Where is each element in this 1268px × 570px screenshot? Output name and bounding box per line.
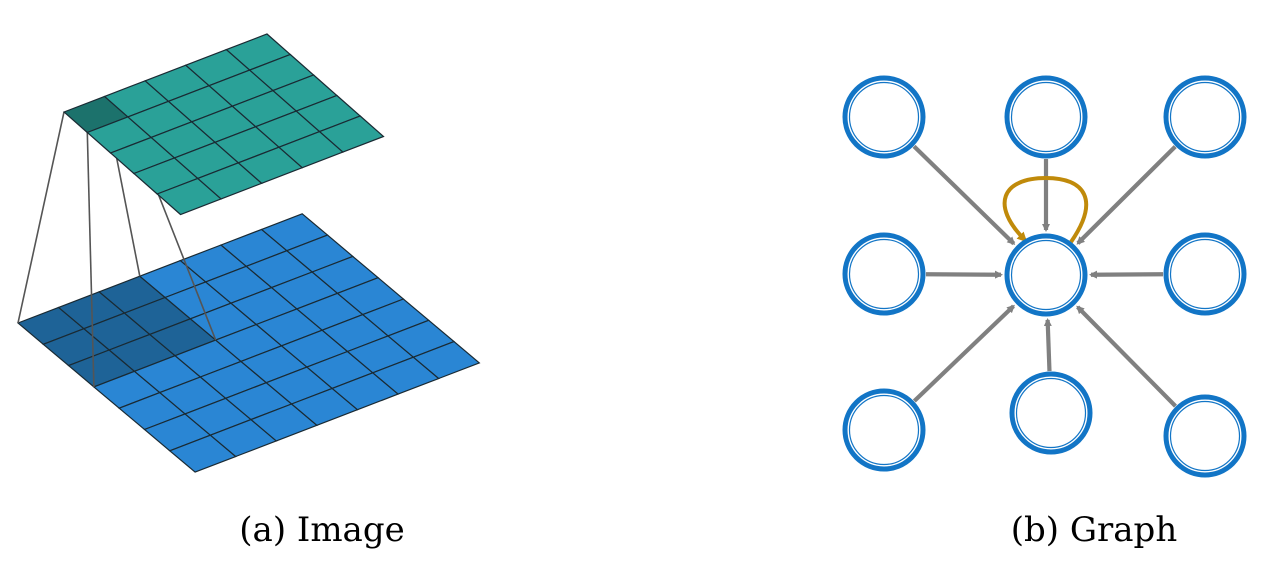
node-right (1163, 232, 1247, 316)
node-top (1004, 75, 1088, 159)
caption-image: (a) Image (239, 510, 405, 550)
edge-top-right (1076, 145, 1177, 245)
input-grid (16, 213, 481, 473)
figure (16, 33, 1247, 478)
output-grid (62, 33, 385, 216)
image-convolution-panel (16, 33, 481, 473)
projection-line (86, 132, 95, 387)
node-bottom (1009, 371, 1093, 455)
edge-bottom-left (912, 304, 1015, 403)
edge-bottom (1043, 317, 1052, 372)
self-loop-edge (1002, 175, 1089, 244)
node-top-left (842, 75, 926, 159)
edge-bottom-right (1076, 305, 1177, 408)
node-top-right (1163, 75, 1247, 159)
graph-convolution-panel (842, 75, 1247, 478)
node-center (1004, 233, 1088, 317)
caption-graph: (b) Graph (1010, 510, 1178, 550)
node-bottom-left (842, 388, 926, 472)
grid-cell (412, 340, 481, 380)
projection-line (17, 111, 65, 324)
node-left (842, 232, 926, 316)
graph-edges (912, 144, 1177, 408)
grid-cell (318, 115, 385, 153)
edge-top-left (912, 144, 1016, 246)
node-bottom-right (1163, 394, 1247, 478)
